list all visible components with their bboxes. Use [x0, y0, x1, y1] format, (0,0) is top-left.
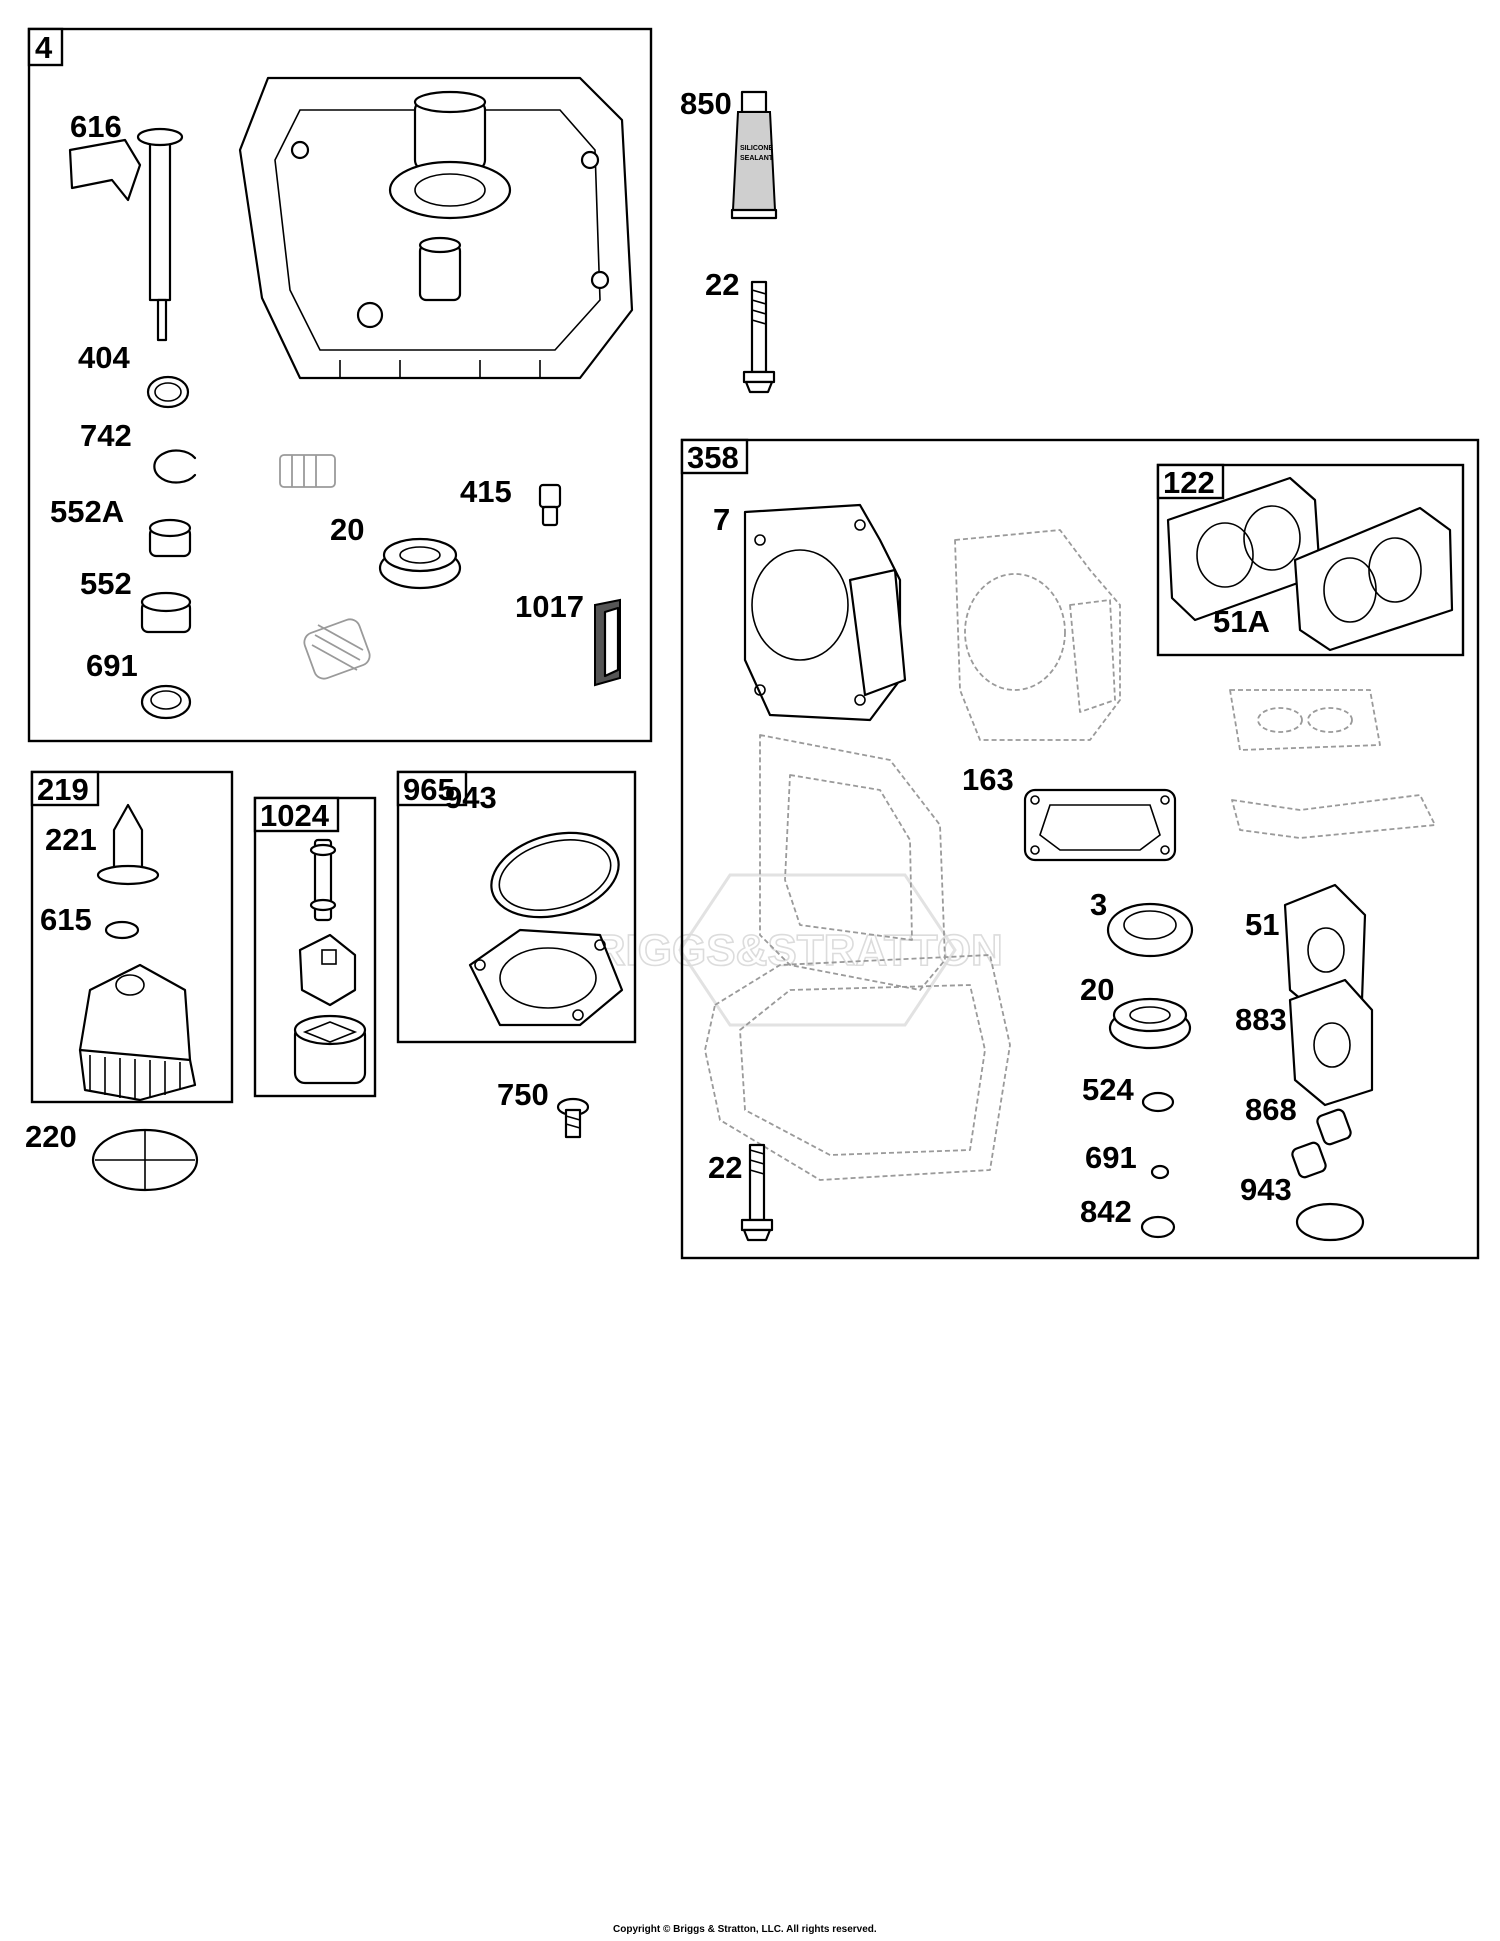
- label-20-lower: 20: [1080, 972, 1114, 1007]
- group-122-number: 122: [1163, 465, 1215, 500]
- ghost-intake-gasket-upper: [1229, 689, 1381, 751]
- label-850: 850: [680, 86, 732, 121]
- ghost-fitting-upper: [279, 454, 336, 488]
- ghost-head-gasket: [954, 529, 1121, 741]
- label-22-lower: 22: [708, 1150, 742, 1185]
- label-691-lower: 691: [1085, 1140, 1137, 1175]
- label-1017: 1017: [515, 589, 584, 624]
- copyright-text: Copyright © Briggs & Stratton, LLC. All …: [613, 1924, 877, 1935]
- label-51a: 51A: [1213, 604, 1270, 639]
- o-ring-943-upper-part: [490, 831, 620, 919]
- pump-cover-plate-part: [468, 928, 624, 1027]
- ghost-fitting-lower: [303, 618, 371, 680]
- label-7: 7: [713, 502, 730, 537]
- label-415: 415: [460, 474, 512, 509]
- label-883: 883: [1235, 1002, 1287, 1037]
- group-965-frame: [396, 770, 637, 1044]
- pump-outer-rotor-part: [293, 1014, 367, 1085]
- intake-gasket-51a-part: [1293, 506, 1454, 652]
- e-ring-742-part: [153, 449, 197, 484]
- label-404: 404: [78, 340, 130, 375]
- spacer-883-part: [1288, 978, 1374, 1107]
- seal-3-part: [1106, 902, 1194, 958]
- bushing-868-part: [1291, 1108, 1352, 1179]
- group-122-tag: [1156, 463, 1225, 500]
- bolt-22-lower-part: [740, 1143, 774, 1242]
- tube-text-2: SEALANT: [740, 155, 774, 162]
- label-220: 220: [25, 1119, 77, 1154]
- screw-750-part: [556, 1097, 590, 1139]
- label-524: 524: [1082, 1072, 1134, 1107]
- label-868: 868: [1245, 1092, 1297, 1127]
- ring-691-lower-part: [1150, 1164, 1170, 1180]
- group-4-frame: [27, 27, 653, 743]
- group-965-number: 965: [403, 772, 455, 807]
- group-122-frame: [1156, 463, 1465, 657]
- label-20-upper: 20: [330, 512, 364, 547]
- label-22-upper: 22: [705, 267, 739, 302]
- label-742: 742: [80, 418, 132, 453]
- bushing-552a-part: [148, 518, 192, 558]
- label-943-lower: 943: [1240, 1172, 1292, 1207]
- washer-404-hole: [154, 382, 182, 402]
- group-1024-number: 1024: [260, 798, 330, 833]
- o-ring-943-lower-part: [1295, 1202, 1365, 1242]
- head-gasket-7-part: [743, 503, 907, 722]
- ghost-crankcase-gasket: [704, 954, 1011, 1181]
- plug-415-part: [538, 483, 562, 527]
- group-4-number: 4: [35, 30, 53, 65]
- label-51: 51: [1245, 907, 1279, 942]
- group-1024-tag: [253, 796, 340, 833]
- ring-842-part: [1140, 1215, 1176, 1239]
- governor-pin-221-part: [96, 803, 160, 886]
- label-691-upper: 691: [86, 648, 138, 683]
- pump-shaft-part: [309, 838, 337, 922]
- label-750: 750: [497, 1077, 549, 1112]
- washer-404-part: [146, 375, 190, 409]
- watermark-text: BRIGGS&STRATTON: [562, 926, 1003, 975]
- bushing-552-part: [140, 591, 192, 634]
- ghost-valve-cover-gasket: [759, 734, 946, 991]
- label-616: 616: [70, 109, 122, 144]
- label-221: 221: [45, 822, 97, 857]
- silicone-sealant-tube-part: SILICONE SEALANT: [730, 90, 778, 220]
- briggs-stratton-watermark: BRIGGS&STRATTON: [561, 873, 1004, 1027]
- label-3: 3: [1090, 887, 1107, 922]
- group-219-frame: [30, 770, 234, 1104]
- label-615: 615: [40, 902, 92, 937]
- crankcase-casting-part: [238, 76, 634, 380]
- gasket-163-part: [1023, 788, 1177, 862]
- governor-gear-assembly-part: [78, 963, 197, 1102]
- washer-220-part: [91, 1128, 199, 1192]
- group-358-number: 358: [687, 440, 739, 475]
- label-552: 552: [80, 566, 132, 601]
- group-219-tag: [30, 770, 100, 807]
- label-943-upper: 943: [445, 780, 497, 815]
- bolt-22-upper-part: [742, 280, 776, 394]
- cover-1017-part: [594, 598, 621, 687]
- oil-seal-20-lower-part: [1108, 997, 1192, 1050]
- group-4-tag: [27, 27, 64, 67]
- label-842: 842: [1080, 1194, 1132, 1229]
- tube-text-1: SILICONE: [740, 145, 773, 152]
- pump-inner-rotor-part: [298, 933, 357, 1007]
- seal-691-part: [140, 684, 192, 720]
- group-358-tag: [680, 438, 749, 475]
- group-965-tag: [396, 770, 468, 807]
- ring-524-part: [1141, 1091, 1175, 1113]
- label-163: 163: [962, 762, 1014, 797]
- oil-seal-20-upper-part: [378, 537, 462, 590]
- label-552a: 552A: [50, 494, 124, 529]
- ring-615-part: [104, 920, 140, 940]
- governor-shaft-part: [68, 127, 184, 342]
- ghost-intake-gasket-lower: [1231, 794, 1436, 839]
- group-358-frame: [680, 438, 1480, 1260]
- group-219-number: 219: [37, 772, 89, 807]
